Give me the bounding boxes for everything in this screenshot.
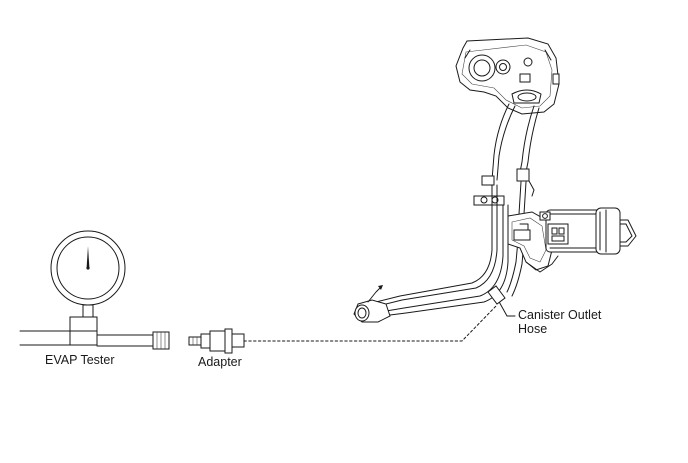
evap-tester-label: EVAP Tester <box>45 353 115 367</box>
adapter-label: Adapter <box>198 355 242 369</box>
evap-tester <box>19 230 170 350</box>
gauge-needle-icon <box>86 246 90 268</box>
canister-outlet-hose-label-line1: Canister Outlet <box>518 308 602 322</box>
canister-outlet-hose-label-line2: Hose <box>518 322 548 336</box>
fuel-tank-assembly <box>353 37 637 323</box>
leader-line <box>496 297 516 317</box>
connection-dashed-line <box>243 304 498 342</box>
gauge-stem <box>82 304 94 318</box>
canister-outlet-hose <box>487 285 506 305</box>
adapter <box>188 328 245 354</box>
